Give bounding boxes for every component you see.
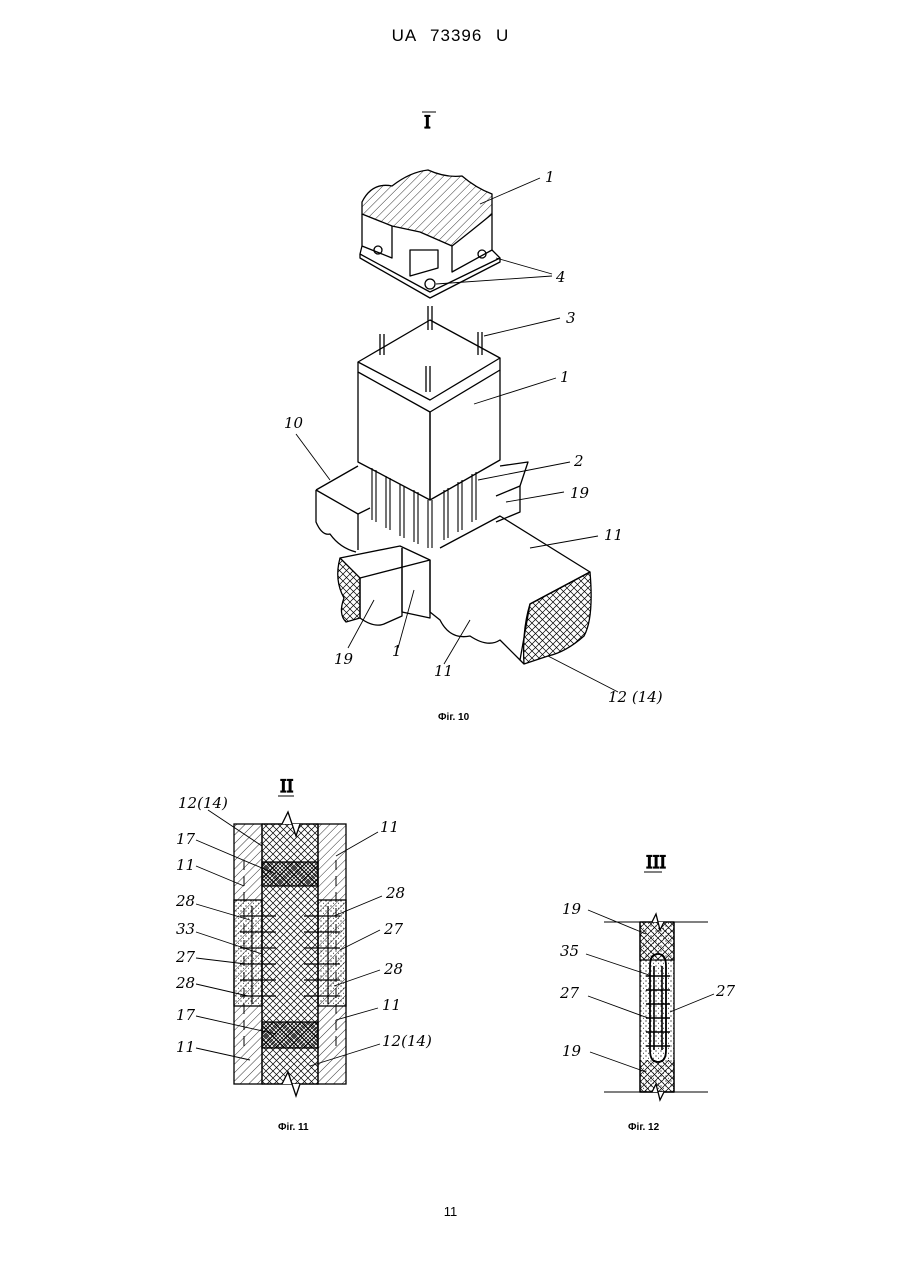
fig12-label-27-left: 27	[559, 984, 580, 1002]
fig10-label-10: 10	[284, 414, 304, 432]
fig12-label-19-bottom: 19	[562, 1042, 582, 1060]
fig10-label-19-right: 19	[570, 484, 590, 502]
fig11-label-27-left: 27	[175, 948, 196, 966]
figure-10: I	[284, 112, 663, 706]
fig11-caption: Фіг. 11	[278, 1122, 309, 1133]
fig11-label-17-bottom: 17	[176, 1006, 196, 1024]
fig11-label-28-left-bottom: 28	[175, 974, 195, 992]
fig11-label-28-left-top: 28	[175, 892, 195, 910]
fig11-label-28-right-top: 28	[385, 884, 405, 902]
fig10-label-11-bottom: 11	[434, 662, 453, 680]
fig10-label-1-cube: 1	[560, 368, 570, 386]
fig10-label-1-bottom: 1	[392, 642, 402, 660]
fig12-label-27-right: 27	[715, 982, 736, 1000]
fig10-label-4: 4	[555, 268, 566, 286]
fig10-label-2: 2	[573, 452, 584, 470]
fig12-label-35: 35	[560, 942, 579, 960]
fig10-label-19-bottom: 19	[334, 650, 354, 668]
fig11-label-11-left-bottom: 11	[176, 1038, 195, 1056]
fig10-caption: Фіг. 10	[438, 712, 469, 723]
fig11-label-28-right-bottom: 28	[383, 960, 403, 978]
fig11-label-11-right-bottom: 11	[382, 996, 401, 1014]
fig11-label-27-right: 27	[383, 920, 404, 938]
fig11-label-33: 33	[176, 920, 195, 938]
fig10-label-11-right: 11	[604, 526, 623, 544]
figure-11: II	[175, 777, 432, 1096]
fig10-label-3: 3	[566, 309, 576, 327]
fig11-roman-numeral: II	[280, 777, 293, 797]
fig10-label-1-top: 1	[545, 168, 555, 186]
fig11-label-12-14-bottom: 12(14)	[382, 1032, 432, 1050]
figure-12: III 19 35 27 27 19	[559, 853, 736, 1100]
fig10-roman-numeral: I	[424, 113, 431, 133]
fig12-label-19-top: 19	[562, 900, 582, 918]
fig11-label-11-left: 11	[176, 856, 195, 874]
fig12-caption: Фіг. 12	[628, 1122, 659, 1133]
fig12-roman-numeral: III	[646, 853, 666, 873]
fig11-label-12-14-top: 12(14)	[178, 794, 228, 812]
fig11-label-11-top-right: 11	[380, 818, 399, 836]
fig10-label-12-14: 12 (14)	[608, 688, 663, 706]
fig11-label-17-top: 17	[176, 830, 196, 848]
page-number: 11	[0, 1204, 901, 1219]
